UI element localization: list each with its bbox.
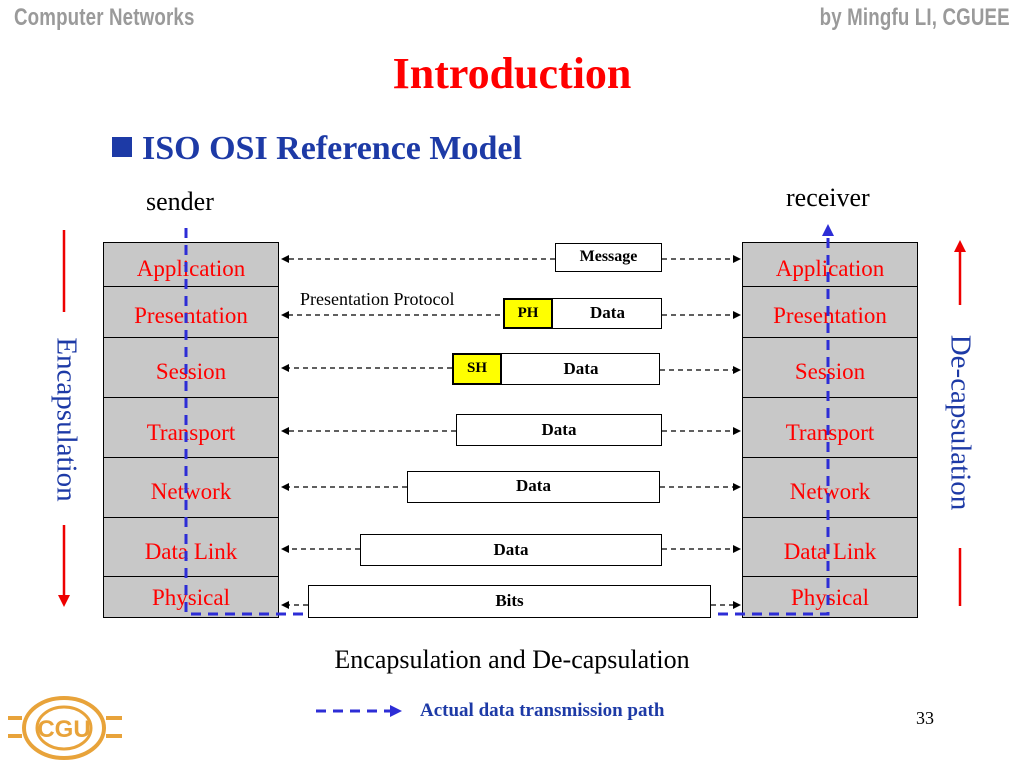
sender-stack: Application Presentation Session Transpo… <box>103 242 279 618</box>
diagram-caption: Encapsulation and De-capsulation <box>334 645 690 674</box>
slide-title: Introduction <box>392 49 632 98</box>
logo-text: CGU <box>37 716 90 743</box>
sender-layer-network: Network <box>104 457 278 517</box>
receiver-layer-application: Application <box>775 256 885 281</box>
session-data-label: Data <box>563 359 599 378</box>
sender-layer-transport: Transport <box>104 397 278 457</box>
receiver-layer-network: Network <box>743 457 917 517</box>
receiver-layer-session: Session <box>743 337 917 397</box>
receiver-layer-datalink: Data Link <box>743 517 917 576</box>
sender-label: sender <box>146 187 214 216</box>
session-header-SH: SH <box>452 353 502 385</box>
decapsulation-vertical-label: De-capsulation <box>944 334 977 511</box>
sender-layer-datalink: Data Link <box>104 517 278 576</box>
cgu-logo-icon <box>8 696 122 760</box>
bullet-heading: ISO OSI Reference Model <box>112 130 522 168</box>
receiver-layer-transport: Transport <box>743 397 917 457</box>
bullet-square-icon <box>112 137 132 157</box>
receiver-label: receiver <box>786 183 870 212</box>
sender-layer-application: Application <box>136 256 246 281</box>
packet-message: Message <box>555 243 662 272</box>
legend-label: Actual data transmission path <box>420 700 665 721</box>
peer-arrows-left <box>281 255 555 609</box>
bullet-text: ISO OSI Reference Model <box>142 130 522 167</box>
encapsulation-vertical-label: Encapsulation <box>50 337 83 502</box>
header-author: by Mingfu LI, CGUEE <box>819 4 1010 31</box>
receiver-stack: Application Presentation Session Transpo… <box>742 242 918 618</box>
packet-transport: Data <box>456 414 662 446</box>
header-course-title: Computer Networks <box>14 4 195 31</box>
presentation-data-label: Data <box>590 303 625 322</box>
sender-layer-session: Session <box>104 337 278 397</box>
presentation-protocol-label: Presentation Protocol <box>300 289 455 309</box>
packet-network: Data <box>407 471 660 503</box>
receiver-layer-physical: Physical <box>743 576 917 619</box>
packet-physical: Bits <box>308 585 711 618</box>
page-number: 33 <box>916 708 934 728</box>
sender-layer-presentation: Presentation <box>104 286 278 337</box>
peer-arrows-right <box>660 255 741 609</box>
presentation-header-PH: PH <box>503 298 553 329</box>
sender-layer-physical: Physical <box>104 576 278 619</box>
packet-datalink: Data <box>360 534 662 566</box>
receiver-layer-presentation: Presentation <box>743 286 917 337</box>
